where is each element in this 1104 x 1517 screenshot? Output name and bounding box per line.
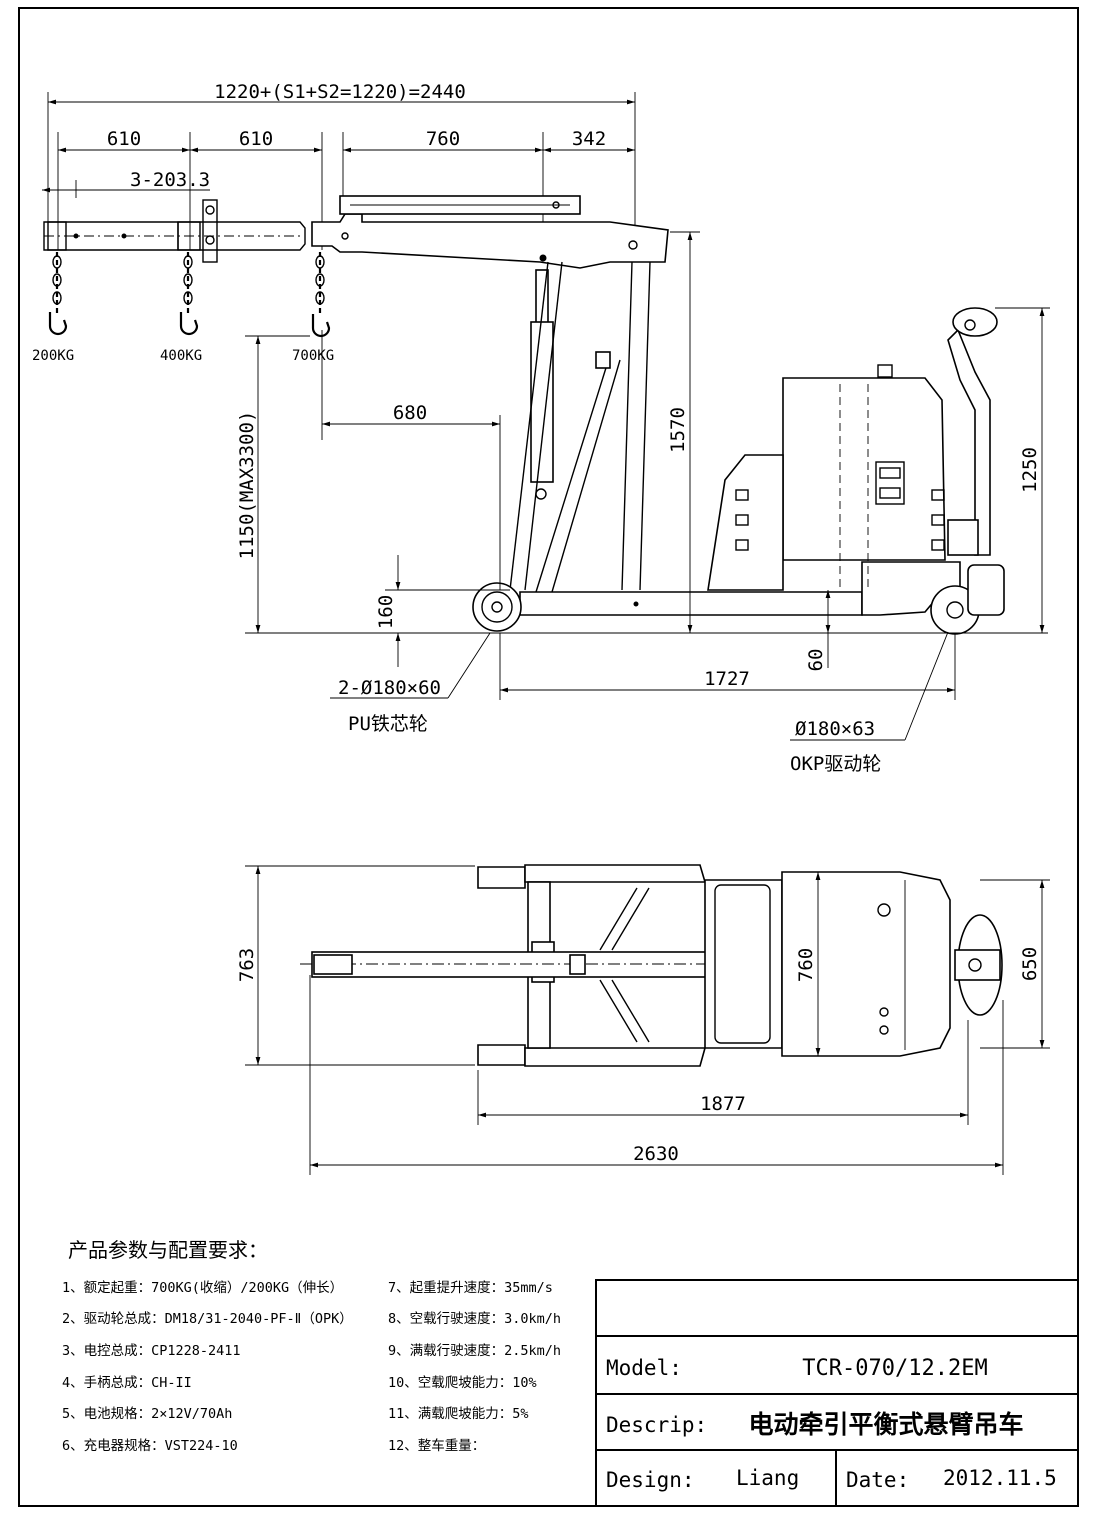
dim-1877-label: 1877 <box>700 1093 746 1115</box>
dim-342: 342 <box>572 128 606 150</box>
dim-760: 760 <box>426 128 460 150</box>
dim-1877: 1877 <box>477 1020 969 1125</box>
body-housing <box>707 364 946 591</box>
spec-left-item: 3、电控总成：CP1228-2411 <box>62 1343 241 1359</box>
dim-60: 60 <box>805 590 831 672</box>
spec-right-item: 9、满载行驶速度：2.5km/h <box>388 1343 561 1359</box>
dim-2630: 2630 <box>309 975 1004 1175</box>
drive-wheel <box>930 564 1005 635</box>
spec-right-item: 8、空载行驶速度：3.0km/h <box>388 1311 561 1327</box>
label-200kg: 200KG <box>32 348 74 364</box>
dim-2630-label: 2630 <box>633 1143 679 1165</box>
spec-left-item: 6、充电器规格：VST224-10 <box>62 1438 238 1454</box>
spec-left-item: 5、电池规格：2×12V/70Ah <box>62 1406 232 1422</box>
callout-front-wheel: 2-Ø180×60 PU铁芯轮 <box>330 632 491 735</box>
date-label: Date: <box>846 1468 909 1492</box>
main-boom <box>311 195 669 269</box>
design-value: Liang <box>736 1466 799 1490</box>
spec-right-item: 11、满载爬坡能力：5% <box>388 1406 529 1422</box>
dim-step: 3-203.3 <box>42 169 210 198</box>
dim-total-label: 1220+(S1+S2=1220)=2440 <box>214 81 466 103</box>
boom-extension <box>43 199 306 263</box>
dim-1727-label: 1727 <box>704 668 750 690</box>
spec-left-item: 2、驱动轮总成：DM18/31-2040-PF-Ⅱ（OPK） <box>62 1311 353 1327</box>
dim-763-label: 763 <box>236 948 258 982</box>
side-view: 1220+(S1+S2=1220)=2440 610 610 760 342 3… <box>32 81 1050 775</box>
top-view: 763 760 650 1877 2630 <box>236 864 1050 1175</box>
front-wheel-type: PU铁芯轮 <box>348 713 428 735</box>
tiller-handle <box>947 307 998 556</box>
dim-160-label: 160 <box>375 595 397 629</box>
dim-680: 680 <box>321 330 501 590</box>
mast-frame <box>509 261 651 593</box>
dim-1250-label: 1250 <box>1019 447 1041 493</box>
dim-1250: 1250 <box>995 307 1050 633</box>
model-label: Model: <box>606 1356 682 1380</box>
dim-680-label: 680 <box>393 402 427 424</box>
hook-200kg: 200KG <box>32 252 74 364</box>
title-block: Model: TCR-070/12.2EM Descrip: 电动牵引平衡式悬臂… <box>595 1279 1079 1507</box>
spec-left-item: 1、额定起重：700KG(收缩）/200KG（伸长） <box>62 1280 343 1296</box>
sheet-border <box>18 7 1079 1507</box>
dim-step-label: 3-203.3 <box>130 169 210 191</box>
front-wheel-spec: 2-Ø180×60 <box>338 677 441 699</box>
callout-drive-wheel: Ø180×63 OKP驱动轮 <box>790 631 949 775</box>
date-value: 2012.11.5 <box>943 1466 1057 1490</box>
hook-700kg: 700KG <box>292 252 334 364</box>
spec-right-item: 10、空载爬坡能力：10% <box>388 1375 537 1391</box>
descrip-value: 电动牵引平衡式悬臂吊车 <box>748 1410 1023 1439</box>
dim-610-a: 610 <box>107 128 141 150</box>
dim-610-b: 610 <box>239 128 273 150</box>
dim-760: 760 <box>795 872 821 1056</box>
dim-1570-label: 1570 <box>667 407 689 453</box>
drive-wheel-type: OKP驱动轮 <box>790 753 881 775</box>
dim-lift-height-label: 1150(MAX3300) <box>236 411 258 560</box>
hook-400kg: 400KG <box>160 252 202 364</box>
label-700kg: 700KG <box>292 348 334 364</box>
descrip-label: Descrip: <box>606 1413 707 1437</box>
spec-right-item: 7、起重提升速度：35mm/s <box>388 1280 553 1296</box>
drive-wheel-spec: Ø180×63 <box>795 718 875 740</box>
dim-row-2: 610 610 760 342 <box>57 128 635 262</box>
dim-lift-height: 1150(MAX3300) <box>236 335 310 633</box>
label-400kg: 400KG <box>160 348 202 364</box>
model-value: TCR-070/12.2EM <box>802 1356 987 1381</box>
design-label: Design: <box>606 1468 695 1492</box>
front-wheel <box>472 582 522 632</box>
dim-650-label: 650 <box>1019 947 1041 981</box>
spec-heading: 产品参数与配置要求： <box>68 1238 268 1262</box>
dim-1570: 1570 <box>667 231 700 633</box>
dim-160: 160 <box>375 555 510 667</box>
spec-right-item: 12、整车重量： <box>388 1437 485 1454</box>
dim-650: 650 <box>980 879 1050 1049</box>
dim-763: 763 <box>236 865 475 1066</box>
spec-list: 产品参数与配置要求： 1、额定起重：700KG(收缩）/200KG（伸长） 2、… <box>62 1238 561 1454</box>
dim-60-label: 60 <box>805 649 827 672</box>
spec-left-item: 4、手柄总成：CH-II <box>62 1375 192 1391</box>
dim-760-label: 760 <box>795 948 817 982</box>
dim-1727: 1727 <box>499 633 956 700</box>
